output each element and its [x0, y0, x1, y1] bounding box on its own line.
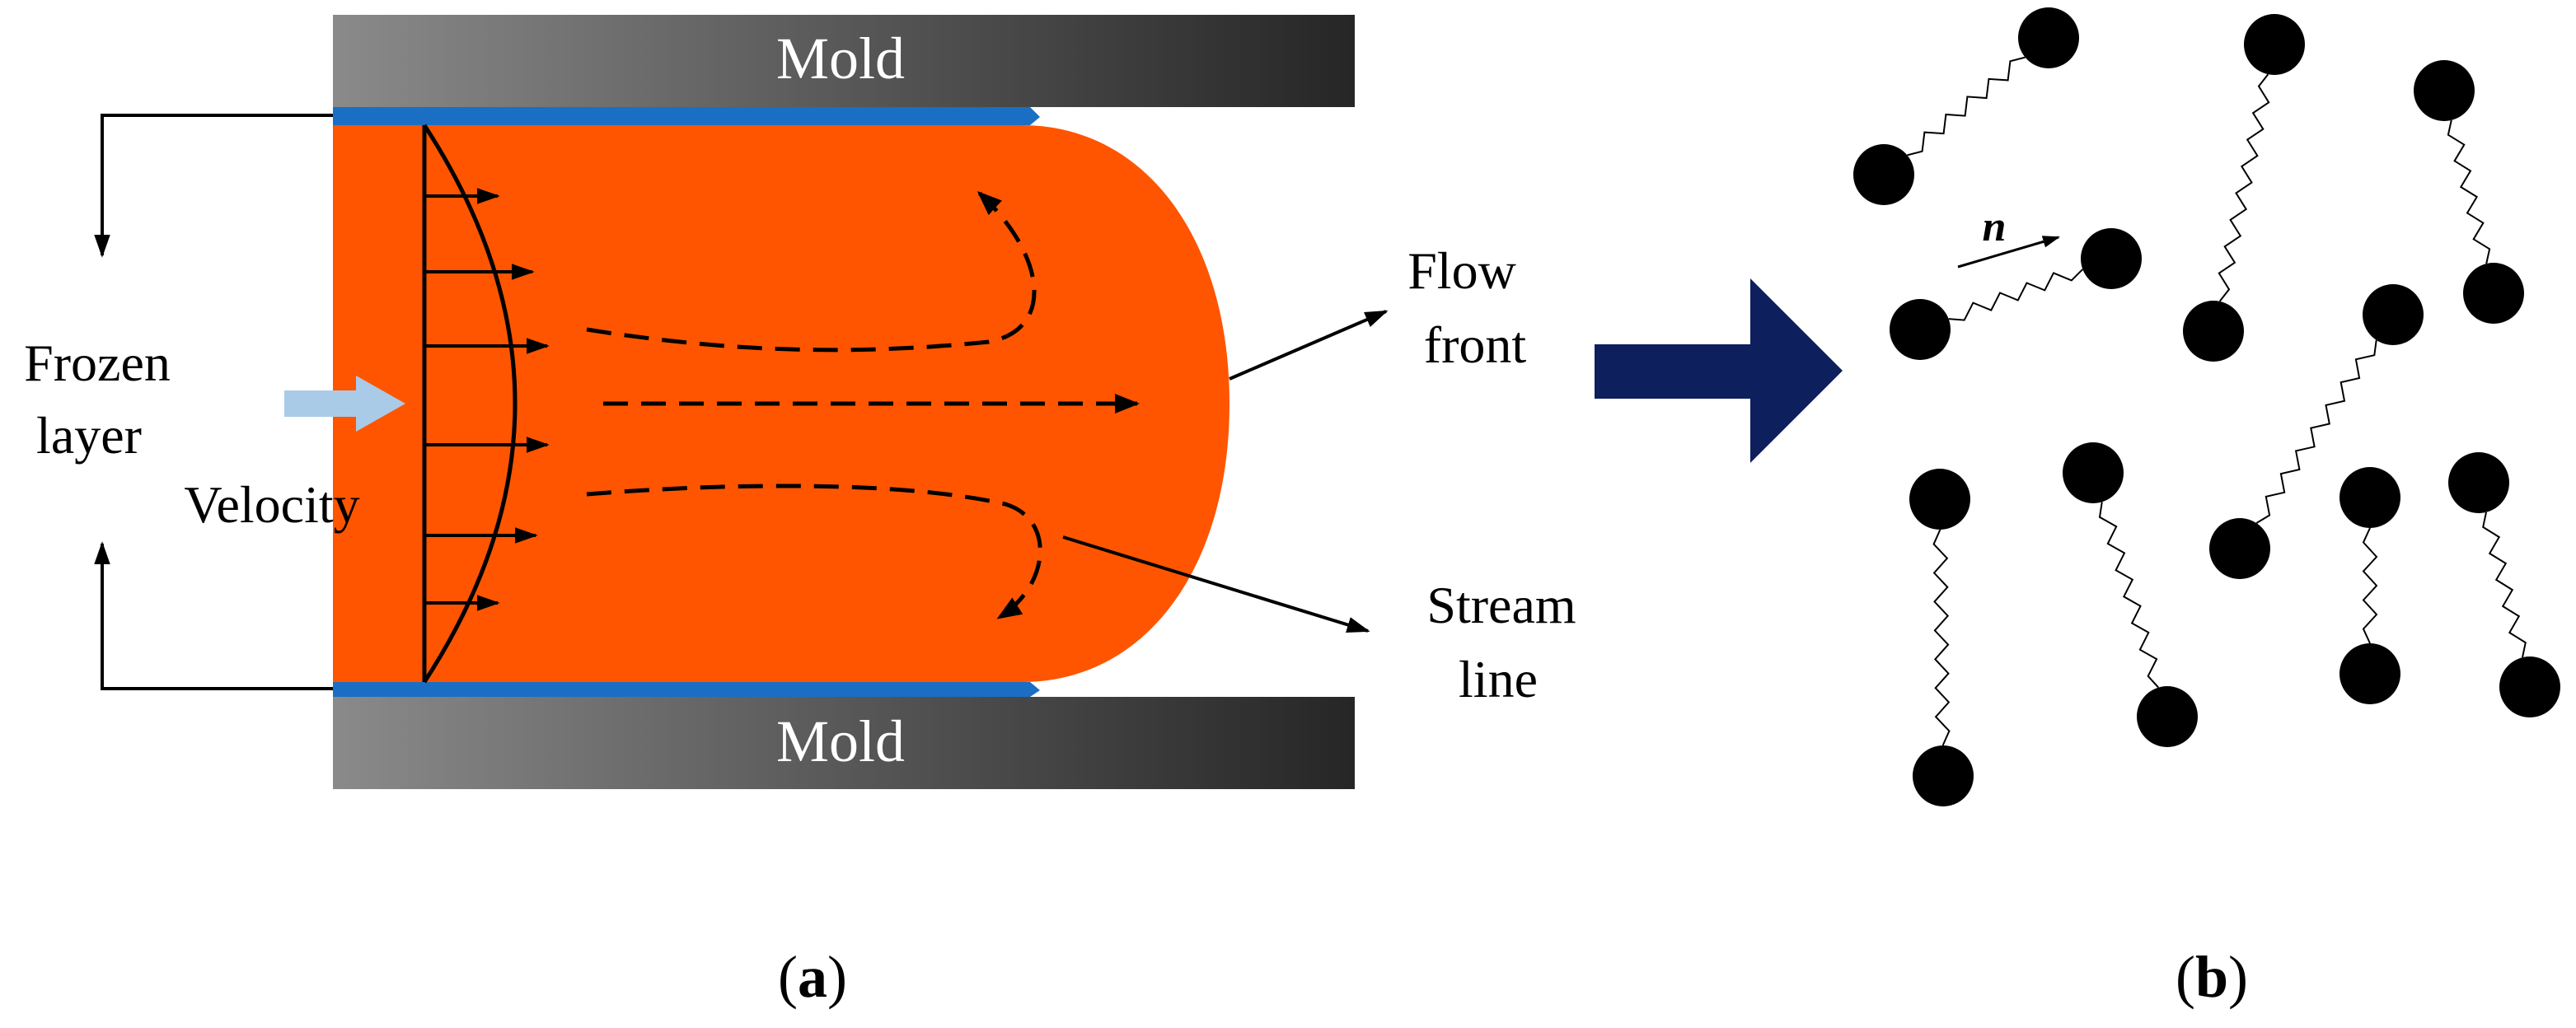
polymer-chain: [1853, 7, 2079, 205]
panel-b-caption: (b): [2176, 944, 2248, 1010]
chain-backbone: [2447, 119, 2491, 264]
panel-a-caption: (a): [778, 944, 847, 1010]
mold-bottom-label: Mold: [776, 708, 905, 774]
frozen-layer-bottom: [333, 682, 1040, 697]
polymer-chain: [2448, 452, 2560, 717]
caption-letter: a: [798, 944, 827, 1010]
caption-open-paren: (: [778, 944, 798, 1010]
polymer-chain: [2183, 14, 2305, 362]
velocity-label: Velocity: [184, 475, 359, 534]
filled-circle-icon: [1853, 144, 1914, 205]
filled-circle-icon: [2018, 7, 2079, 68]
filled-circle-icon: [2414, 60, 2475, 121]
injection-arrow: [284, 376, 405, 432]
panel-b: n (b): [1853, 7, 2560, 1010]
polymer-chain: [1909, 469, 1974, 806]
polymer-chain: [2209, 284, 2424, 579]
filled-circle-icon: [2244, 14, 2305, 75]
orientation-vector-label: n: [1983, 203, 2007, 250]
bracket-arrow-top: [94, 114, 333, 258]
flow-front-label-line2: front: [1424, 315, 1527, 374]
mold-top: Mold: [333, 15, 1355, 107]
filled-circle-icon: [2137, 686, 2198, 747]
chain-backbone: [2098, 502, 2159, 689]
chain-backbone: [2218, 73, 2270, 302]
polymer-chain: [1890, 228, 2142, 360]
filled-circle-icon: [1913, 745, 1974, 806]
filled-circle-icon: [2339, 643, 2400, 704]
filled-circle-icon: [2499, 657, 2560, 717]
polymer-chain: [2339, 467, 2400, 704]
filled-circle-icon: [2183, 301, 2244, 362]
bracket-arrow-bottom: [94, 541, 333, 690]
mold-top-label: Mold: [776, 26, 905, 91]
flow-front-label-line1: Flow: [1407, 241, 1516, 300]
chain-backbone: [1948, 269, 2084, 321]
stream-lines: [586, 190, 1140, 620]
caption-close-paren: ): [2228, 944, 2248, 1010]
polymer-chains: [1853, 7, 2560, 806]
filled-circle-icon: [2209, 518, 2270, 579]
flow-front-pointer: [1229, 310, 1389, 381]
stream-line-lower: [586, 484, 1042, 620]
chain-backbone: [2362, 527, 2378, 644]
frozen-layer-label-line2: layer: [36, 406, 142, 465]
chain-backbone: [2255, 339, 2377, 524]
filled-circle-icon: [2363, 284, 2424, 345]
filled-circle-icon: [1890, 299, 1951, 360]
polymer-chain: [2063, 442, 2198, 747]
filled-circle-icon: [2339, 467, 2400, 528]
filled-circle-icon: [1909, 469, 1970, 530]
frozen-layer-label-line1: Frozen: [24, 334, 171, 392]
mold-bottom: Mold: [333, 697, 1355, 789]
polymer-chain: [2414, 60, 2524, 324]
mold-top-block: [333, 15, 1355, 107]
chain-backbone: [2482, 512, 2527, 658]
filled-circle-icon: [2463, 263, 2524, 324]
caption-close-paren: ): [827, 944, 847, 1010]
stream-line-label-line2: line: [1459, 650, 1538, 708]
orientation-vector-arrow: [1957, 236, 2061, 269]
frozen-layer-top: [333, 107, 1040, 125]
filled-circle-icon: [2081, 228, 2142, 289]
filled-circle-icon: [2063, 442, 2124, 503]
frozen-layer-brackets: [94, 114, 333, 690]
stream-line-upper: [586, 190, 1037, 353]
filled-circle-icon: [2448, 452, 2509, 513]
caption-open-paren: (: [2176, 944, 2195, 1010]
panel-a: Mold Mold: [24, 15, 1576, 1010]
velocity-profile: [422, 124, 550, 684]
right-arrow-icon: [1595, 278, 1843, 463]
stream-line-label-line1: Stream: [1426, 576, 1576, 634]
stream-line-pointer: [1062, 535, 1370, 633]
chain-backbone: [1907, 56, 2026, 157]
chain-backbone: [1932, 529, 1951, 746]
mold-bottom-block: [333, 697, 1355, 789]
melt-flow-region: [333, 125, 1229, 682]
caption-letter: b: [2195, 944, 2228, 1010]
